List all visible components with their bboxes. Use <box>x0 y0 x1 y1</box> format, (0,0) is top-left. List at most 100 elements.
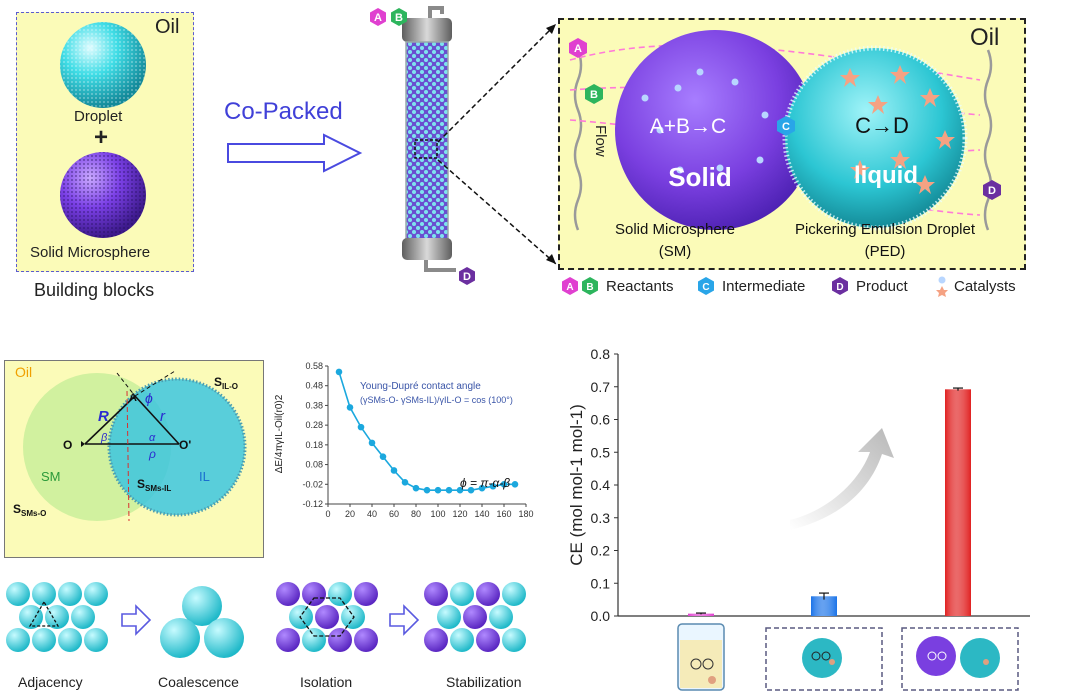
co-packed-arrow <box>227 133 363 173</box>
bar-2-shine <box>811 596 837 616</box>
energy-y-tick-label: -0.02 <box>302 479 323 489</box>
energy-y-tick-label: -0.12 <box>302 499 323 509</box>
hex-badge-a-icon: A <box>370 8 386 26</box>
coalescence-label: Coalescence <box>158 674 239 690</box>
ped-name-label: Pickering Emulsion Droplet <box>795 221 976 238</box>
energy-annotation-1: Young-Dupré contact angle <box>360 381 481 392</box>
solid-reaction-text: A+B→C <box>650 115 726 138</box>
energy-x-tick-label: 180 <box>518 509 533 519</box>
geometry-svg: Oil SIL-O A ϕ R r β α ρ O O' SM IL SSMs-… <box>13 364 247 522</box>
solid-microsphere-label: Solid Microsphere <box>30 244 151 261</box>
energy-series <box>335 368 519 494</box>
legend: A B Reactants C Intermediate D Product C… <box>562 276 1016 297</box>
energy-x-tick-label: 80 <box>411 509 421 519</box>
energy-annotation-2: (γSMs-O- γSMs-IL)/γIL-O = cos (100°) <box>360 395 513 405</box>
adjacency-label: Adjacency <box>18 674 83 690</box>
solid-microsphere-sphere <box>60 152 146 238</box>
phi-label: ϕ <box>145 390 153 406</box>
energy-y-tick-label: 0.48 <box>305 381 323 391</box>
energy-data-point <box>467 486 475 494</box>
energy-data-point <box>401 479 409 486</box>
energy-formula: ϕ = π-α-β <box>460 476 510 490</box>
r-small-label: r <box>160 408 166 425</box>
s-sms-il-label: SSMs-IL <box>137 477 171 493</box>
isolation-label: Isolation <box>300 674 353 690</box>
ped-abbr-label: (PED) <box>865 243 906 260</box>
liquid-reaction-text: C→D <box>855 113 909 138</box>
stabilization-cluster <box>424 582 526 652</box>
rho-label: ρ <box>148 447 156 461</box>
sm-region-label: SM <box>41 469 61 484</box>
isolation-cluster <box>276 582 378 652</box>
energy-data-point <box>445 486 453 494</box>
s-il-o-label: SIL-O <box>214 375 238 391</box>
energy-y-tick-label: 0.28 <box>305 420 323 430</box>
building-blocks-caption: Building blocks <box>34 280 155 300</box>
energy-data-point <box>335 368 343 376</box>
legend-d-badge: D <box>836 282 843 293</box>
zoom-badge-b: B <box>590 89 598 101</box>
geo-oil-label: Oil <box>15 364 32 380</box>
bar-y-tick-label: 0.0 <box>591 608 611 624</box>
bar-y-tick-label: 0.6 <box>591 412 611 428</box>
energy-y-tick-label: 0.18 <box>305 440 323 450</box>
energy-y-axis-label: ΔE/4πγIL-Oil(r0)2 <box>274 394 285 473</box>
bar-y-tick-label: 0.2 <box>591 543 611 559</box>
energy-x-tick-label: 100 <box>430 509 445 519</box>
zoom-lines <box>437 23 557 265</box>
energy-data-point <box>423 486 431 494</box>
energy-data-point <box>357 423 365 431</box>
bar-y-tick-label: 0.1 <box>591 575 611 591</box>
liquid-word: liquid <box>854 162 918 189</box>
bar-3-shine <box>945 389 971 616</box>
energy-data-point <box>368 439 376 447</box>
bar-y-tick-label: 0.7 <box>591 379 611 395</box>
energy-x-tick-label: 60 <box>389 509 399 519</box>
droplet-sphere <box>60 22 146 108</box>
co-packed-label: Co-Packed <box>224 98 343 125</box>
plus-sign: + <box>94 124 109 151</box>
point-a-label: A <box>129 392 137 404</box>
energy-y-tick-label: 0.08 <box>305 460 323 470</box>
sm-name-label: Solid Microsphere <box>615 221 735 238</box>
arrow-to-coalescence-icon <box>121 604 152 636</box>
hex-badge-d-icon: D <box>459 267 475 285</box>
bar-1-shine <box>688 613 714 616</box>
bar-y-tick-label: 0.4 <box>591 477 611 493</box>
bar-y-tick-label: 0.5 <box>591 444 611 460</box>
legend-intermediate: Intermediate <box>722 278 805 295</box>
catalyst-dot-icon <box>938 276 946 284</box>
point-o-prime-label: O' <box>179 438 191 452</box>
energy-data-point <box>511 480 519 488</box>
solid-word: Solid <box>668 162 732 192</box>
stabilization-label: Stabilization <box>446 674 522 690</box>
energy-data-point <box>390 467 398 474</box>
energy-x-tick-label: 40 <box>367 509 377 519</box>
legend-reactants: Reactants <box>606 278 674 295</box>
sm-abbr-label: (SM) <box>659 243 692 260</box>
hex-badge-b-text: B <box>395 12 403 24</box>
legend-product: Product <box>856 278 909 295</box>
energy-x-tick-label: 160 <box>496 509 511 519</box>
r-big-label: R <box>98 408 109 425</box>
coalescence-cluster <box>160 586 244 658</box>
il-region-label: IL <box>199 469 210 484</box>
increase-arrow-icon <box>790 428 894 530</box>
legend-catalysts: Catalysts <box>954 278 1016 295</box>
legend-b-badge: B <box>586 282 593 293</box>
droplet-label: Droplet <box>74 108 123 125</box>
geometry-panel: Oil SIL-O A ϕ R r β α ρ O O' SM IL SSMs-… <box>4 360 264 558</box>
energy-data-point <box>478 484 486 492</box>
building-oil-label: Oil <box>155 16 180 38</box>
bar-y-tick-label: 0.3 <box>591 510 611 526</box>
energy-data-point <box>456 486 464 494</box>
legend-a-badge: A <box>566 282 573 293</box>
bar-marks <box>688 387 971 616</box>
energy-y-tick-label: 0.58 <box>305 361 323 371</box>
alpha-label: α <box>149 432 156 444</box>
category-co-packed-box <box>901 627 1019 691</box>
category-ped-box <box>765 627 883 691</box>
category-batch-icon <box>677 623 725 691</box>
